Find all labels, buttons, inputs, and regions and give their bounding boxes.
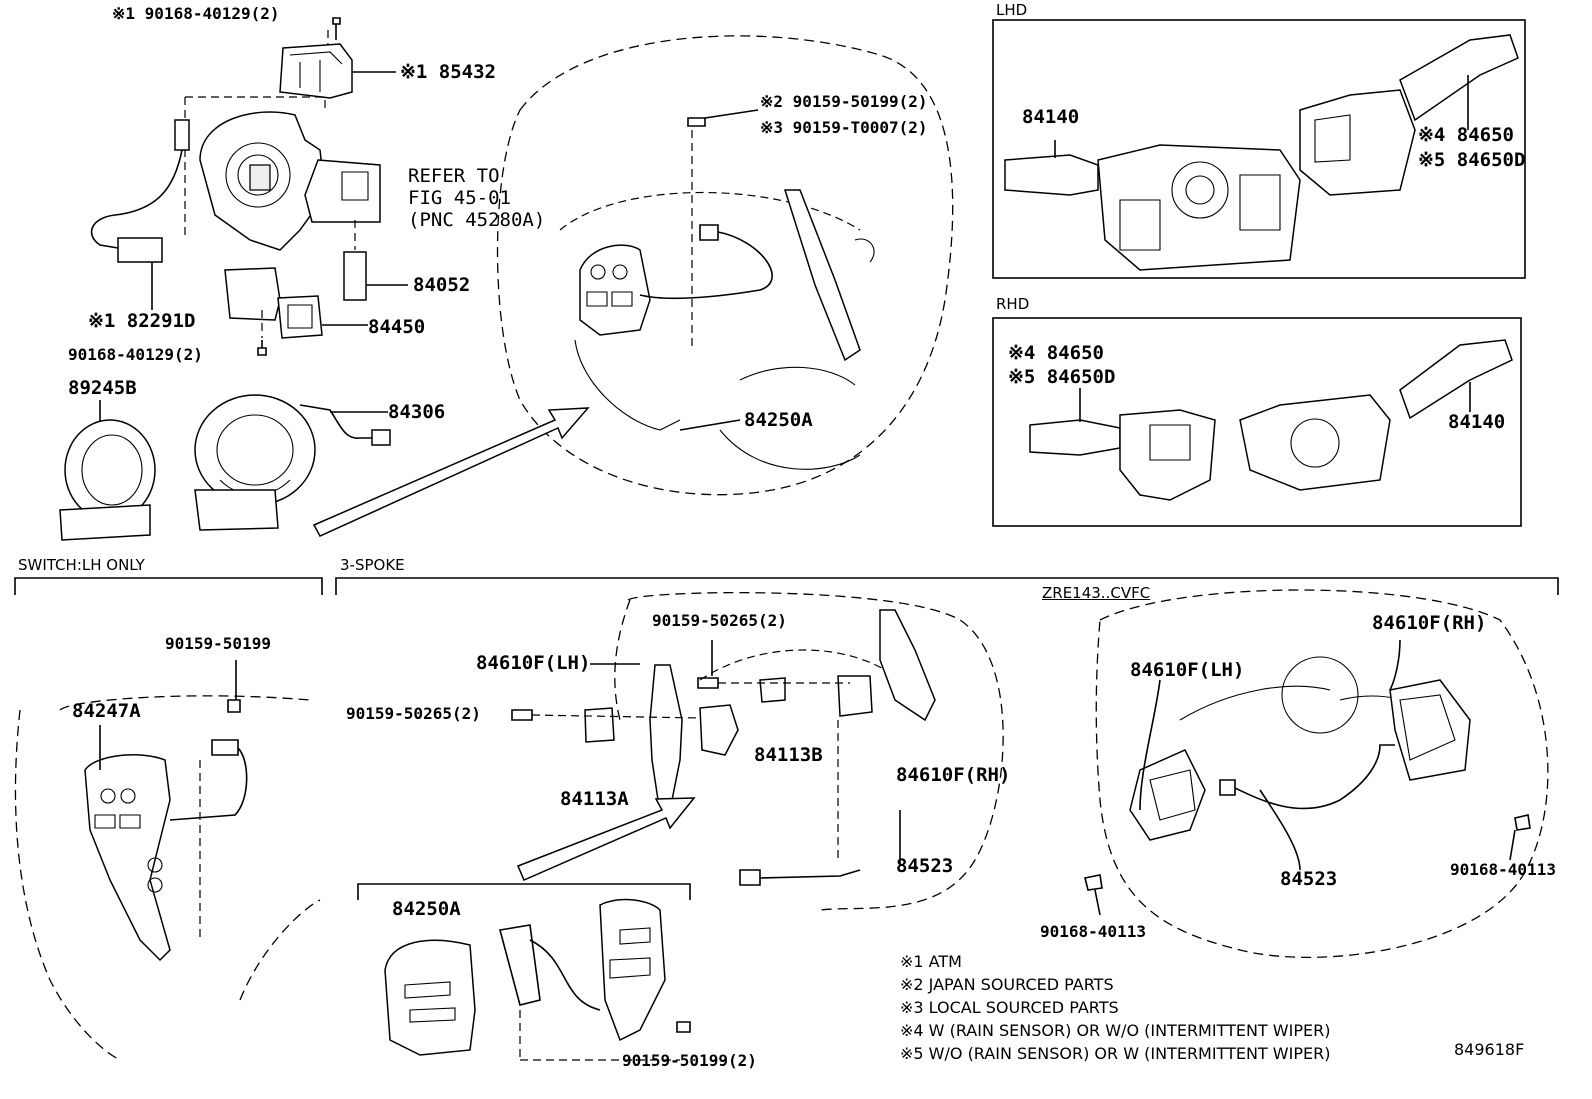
pointer-arrow-lower bbox=[517, 797, 696, 881]
note-3: ※3 LOCAL SOURCED PARTS bbox=[900, 998, 1119, 1017]
section-label-rhd: RHD bbox=[996, 295, 1030, 313]
section-label-lhd: LHD bbox=[996, 1, 1028, 19]
section-label-zre143: ZRE143..CVFC bbox=[1042, 584, 1151, 602]
switch-lh-only-panel bbox=[14, 660, 321, 1061]
part-label: 84610F(RH) bbox=[896, 764, 1011, 786]
part-label: 89245B bbox=[68, 377, 137, 399]
note-1: ※1 ATM bbox=[900, 952, 962, 971]
part-label: ※3 90159-T0007(2) bbox=[760, 118, 928, 137]
part-label: 90168-40129(2) bbox=[68, 345, 203, 364]
part-label: ※2 90159-50199(2) bbox=[760, 92, 928, 111]
part-label: ※1 85432 bbox=[400, 61, 496, 83]
section-dividers bbox=[14, 577, 1559, 595]
part-label: 84250A bbox=[744, 409, 813, 431]
spiral-cable-assembly bbox=[90, 17, 408, 356]
note-2: ※2 JAPAN SOURCED PARTS bbox=[900, 975, 1114, 994]
part-label: 84247A bbox=[72, 700, 141, 722]
part-label: FIG 45-01 bbox=[408, 187, 511, 209]
part-label: 84523 bbox=[1280, 868, 1338, 890]
part-label: 90159-50199 bbox=[165, 634, 271, 653]
part-label: 84052 bbox=[413, 274, 471, 296]
part-label: 90159-50199(2) bbox=[622, 1051, 757, 1070]
pointer-arrow-top bbox=[312, 407, 590, 537]
part-label: ※4 84650 bbox=[1418, 124, 1514, 146]
part-label: 90159-50265(2) bbox=[346, 704, 481, 723]
part-label: ※5 84650D bbox=[1418, 149, 1526, 171]
steering-wheel-top bbox=[496, 35, 954, 496]
part-label: 84610F(LH) bbox=[476, 652, 591, 674]
part-label: (PNC 45280A) bbox=[408, 209, 546, 231]
part-label: 84523 bbox=[896, 855, 954, 877]
pad-84250a-box bbox=[357, 883, 691, 1061]
part-label: 84610F(RH) bbox=[1372, 612, 1487, 634]
zre143-panel bbox=[1084, 589, 1549, 958]
sensor-ring-89245b bbox=[59, 400, 156, 541]
note-4: ※4 W (RAIN SENSOR) OR W/O (INTERMITTENT … bbox=[900, 1021, 1331, 1040]
lhd-box bbox=[992, 19, 1526, 279]
part-label: 84113B bbox=[754, 744, 823, 766]
part-label: 90159-50265(2) bbox=[652, 611, 787, 630]
part-label: 84250A bbox=[392, 898, 461, 920]
figure-id: 849618F bbox=[1454, 1040, 1525, 1059]
rhd-box bbox=[992, 317, 1522, 527]
part-label: ※1 90168-40129(2) bbox=[112, 4, 280, 23]
three-spoke-panel bbox=[511, 591, 1004, 911]
part-label: REFER TO bbox=[408, 165, 500, 187]
part-label: 90168-40113 bbox=[1450, 860, 1556, 879]
note-5: ※5 W/O (RAIN SENSOR) OR W (INTERMITTENT … bbox=[900, 1044, 1331, 1063]
part-label: 84306 bbox=[388, 401, 446, 423]
part-label: ※5 84650D bbox=[1008, 366, 1116, 388]
part-label: ※1 82291D bbox=[88, 310, 196, 332]
part-label: 84140 bbox=[1022, 106, 1080, 128]
part-label: 84113A bbox=[560, 788, 629, 810]
section-label-switch-lh-only: SWITCH:LH ONLY bbox=[18, 556, 145, 574]
part-label: 84140 bbox=[1448, 411, 1506, 433]
part-label: ※4 84650 bbox=[1008, 342, 1104, 364]
part-label: 84610F(LH) bbox=[1130, 659, 1245, 681]
part-label: 84450 bbox=[368, 316, 426, 338]
part-label: 90168-40113 bbox=[1040, 922, 1146, 941]
section-label-3-spoke: 3-SPOKE bbox=[340, 556, 405, 574]
spiral-cable-84306 bbox=[194, 394, 391, 531]
